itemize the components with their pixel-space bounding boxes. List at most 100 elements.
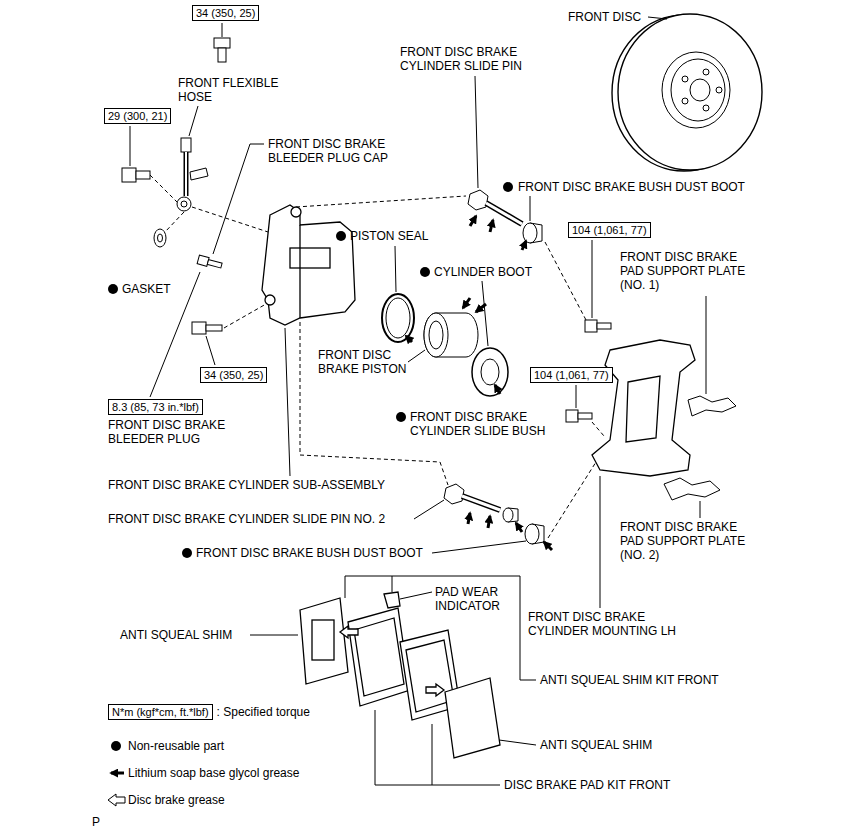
bolt	[585, 320, 597, 332]
bush-dust-boot	[523, 223, 537, 243]
slide-pin	[462, 496, 500, 510]
dashed-assembly-line	[150, 175, 177, 202]
brake-pad	[426, 684, 444, 696]
flexible-hose	[177, 138, 208, 211]
grease-arrow	[488, 516, 490, 528]
leader-line	[499, 740, 536, 745]
flexible-hose	[184, 152, 189, 196]
caliper-mounting	[626, 376, 660, 442]
torque-value: 34 (350, 25)	[204, 369, 263, 381]
caliper-body	[265, 295, 275, 305]
part-label: FRONT DISC BRAKE PAD SUPPORT PLATE (NO. …	[620, 250, 750, 292]
leader-line	[432, 541, 526, 553]
torque-value: N*m (kgf*cm, ft.*lbf)	[112, 706, 209, 718]
part-label: FRONT DISC BRAKE CYLINDER MOUNTING LH	[528, 610, 693, 638]
leader-line	[222, 23, 223, 37]
cylinder-boot	[481, 359, 499, 385]
non-reusable-dot	[108, 284, 118, 294]
leader-line	[600, 476, 601, 608]
bush-dust-boot	[503, 508, 513, 522]
flexible-hose	[181, 201, 187, 207]
part-label: ANTI SQUEAL SHIM	[120, 628, 232, 642]
front-disc	[618, 14, 762, 170]
brake-pad	[312, 620, 334, 660]
pad-support-plate	[688, 396, 736, 416]
grease-arrow	[495, 385, 500, 394]
gasket	[154, 229, 166, 247]
slide-pin	[468, 190, 488, 210]
piston	[424, 313, 478, 357]
part-label: PAD WEAR INDICATOR	[435, 585, 515, 613]
leader-line	[706, 296, 707, 394]
bush-dust-boot	[525, 524, 539, 544]
pad-support-plate	[664, 396, 736, 500]
front-disc	[703, 105, 709, 111]
leader-line	[530, 196, 531, 221]
torque-box: 8.3 (85, 73 in.*lbf)	[108, 399, 203, 415]
brake-pad	[340, 626, 358, 638]
torque-value: 8.3 (85, 73 in.*lbf)	[112, 401, 199, 413]
part-label: FRONT DISC BRAKE BUSH DUST BOOT	[518, 180, 745, 194]
gasket	[158, 234, 163, 242]
leader-line	[475, 76, 478, 188]
dashed-assembly-line	[545, 242, 586, 320]
part-label: FRONT DISC BRAKE CYLINDER SLIDE PIN	[400, 45, 540, 73]
leader-line	[213, 144, 264, 254]
non-reusable-dot	[336, 231, 346, 241]
bolt	[122, 38, 611, 422]
front-disc	[703, 69, 709, 75]
non-reusable-dot	[396, 412, 406, 422]
leader-line	[395, 246, 396, 292]
caliper-mounting	[592, 340, 695, 476]
legend-sample-arrow	[108, 794, 125, 806]
legend-text: Disc brake grease	[128, 793, 225, 807]
non-reusable-dot	[503, 182, 513, 192]
flexible-hose	[181, 138, 191, 152]
part-label: PISTON SEAL	[350, 229, 428, 243]
bolt	[597, 323, 611, 329]
slide-pin	[444, 484, 464, 504]
bolt	[136, 171, 150, 179]
piston-seal	[386, 298, 410, 338]
leader-line	[285, 328, 290, 476]
piston	[429, 321, 443, 349]
torque-value: 29 (300, 21)	[108, 110, 167, 122]
brake-pad	[300, 598, 348, 684]
pad-support-plate	[664, 478, 720, 500]
bolt	[566, 410, 578, 422]
torque-box: 34 (350, 25)	[200, 367, 267, 383]
dashed-assembly-line	[296, 196, 466, 207]
leader-line	[250, 635, 298, 636]
leader-line	[576, 385, 577, 408]
leader-line	[700, 501, 701, 518]
torque-box: N*m (kgf*cm, ft.*lbf)	[108, 704, 213, 720]
part-label: FRONT DISC BRAKE CYLINDER SLIDE PIN NO. …	[108, 512, 385, 526]
legend-text: Lithium soap base glycol grease	[128, 766, 299, 780]
dashed-assembly-line	[548, 462, 596, 538]
piston	[424, 313, 478, 357]
bolt	[214, 38, 230, 48]
flexible-hose	[177, 197, 191, 211]
cylinder-boot	[472, 348, 508, 396]
part-label: FRONT DISC BRAKE BLEEDER PLUG	[108, 418, 233, 446]
part-label: FRONT DISC BRAKE BUSH DUST BOOT	[196, 546, 423, 560]
part-label: CYLINDER BOOT	[434, 265, 532, 279]
caliper-body	[262, 205, 355, 325]
legend-sample-arrow	[111, 772, 124, 775]
non-reusable-dot	[182, 548, 192, 558]
dashed-assembly-line	[592, 422, 604, 436]
dashed-assembly-line	[224, 304, 266, 328]
grease-arrow	[516, 523, 522, 532]
part-label: FRONT DISC BRAKE CYLINDER SLIDE BUSH	[410, 410, 560, 438]
piston-seal	[382, 294, 414, 342]
part-label: FRONT DISC	[568, 10, 641, 24]
torque-box: 104 (1,061, 77)	[530, 367, 613, 383]
caliper-body	[290, 248, 330, 268]
slide-pin	[462, 496, 500, 510]
leader-line	[130, 17, 706, 785]
front-disc	[716, 87, 722, 93]
leader-line	[189, 106, 198, 136]
non-reusable-dot	[420, 267, 430, 277]
front-disc	[671, 59, 725, 121]
